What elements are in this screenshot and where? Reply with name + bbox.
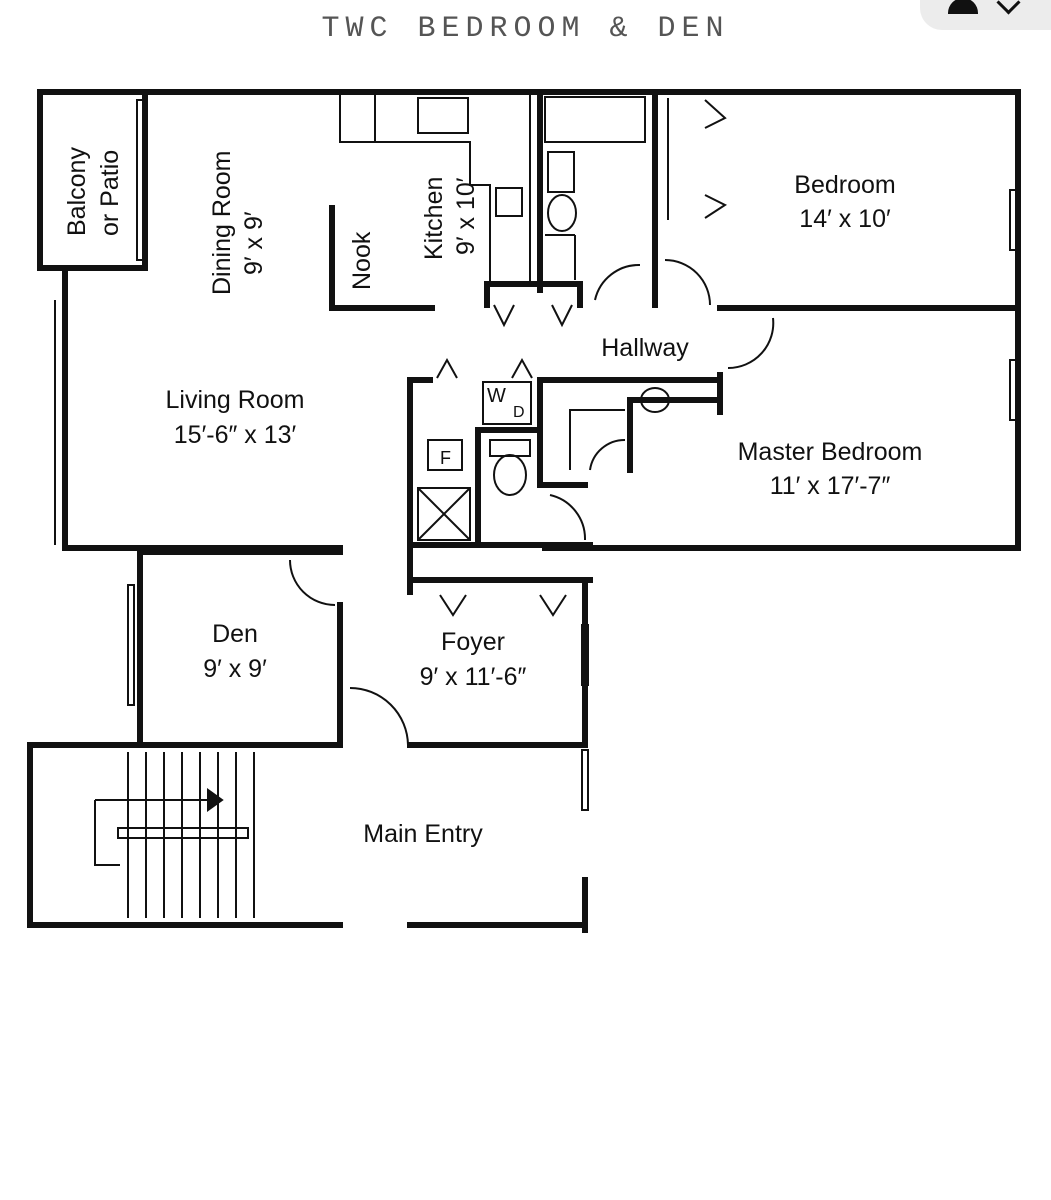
- plan-title: TWC BEDROOM & DEN: [321, 12, 730, 46]
- profile-badge[interactable]: [920, 0, 1051, 30]
- dining-room-size: 9′ x 9′: [240, 211, 268, 275]
- foyer-size: 9′ x 11′-6″: [420, 663, 527, 691]
- kitchen-size: 9′ x 10′: [452, 177, 480, 255]
- dryer-label: D: [513, 404, 525, 421]
- master-bedroom-label: Master Bedroom: [738, 438, 923, 466]
- stairs: [94, 752, 255, 918]
- living-room-label: Living Room: [166, 386, 305, 414]
- dining-room-label: Dining Room: [208, 150, 236, 295]
- bedroom-label: Bedroom: [794, 171, 895, 199]
- bedroom-size: 14′ x 10′: [799, 205, 891, 233]
- den-label: Den: [212, 620, 258, 648]
- balcony-label-1: Balcony: [63, 147, 91, 236]
- master-bedroom-size: 11′ x 17′-7″: [770, 472, 891, 500]
- thin-lines: [54, 95, 1017, 918]
- main-entry-label: Main Entry: [363, 820, 483, 848]
- den-size: 9′ x 9′: [203, 655, 267, 683]
- profile-icon: [948, 0, 978, 14]
- nook-label: Nook: [348, 231, 376, 290]
- living-room-size: 15′-6″ x 13′: [174, 421, 297, 449]
- foyer-label: Foyer: [441, 628, 505, 656]
- washer-label: W: [487, 385, 506, 407]
- walls: [27, 89, 1021, 933]
- kitchen-label: Kitchen: [420, 177, 448, 260]
- furnace-label: F: [440, 448, 451, 468]
- hallway-label: Hallway: [601, 334, 689, 362]
- balcony-label-2: or Patio: [96, 150, 124, 236]
